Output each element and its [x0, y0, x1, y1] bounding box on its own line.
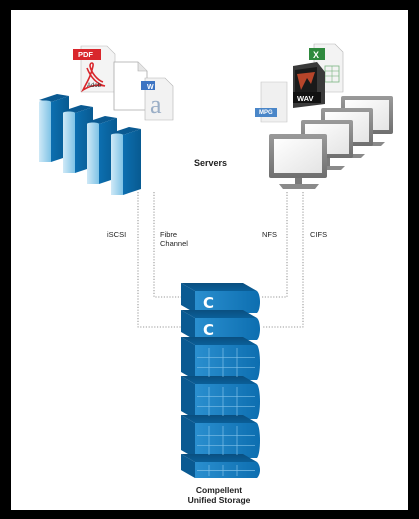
svg-text:W: W: [147, 84, 154, 91]
storage-stack: C C: [181, 283, 260, 478]
iscsi-link: [137, 192, 191, 328]
fibre-channel-line-1: Fibre: [160, 230, 178, 239]
wav-document-icon: [293, 62, 325, 108]
host-server-4: [111, 127, 141, 195]
wav-label: WAV: [297, 94, 314, 103]
disk-grids: [197, 348, 255, 476]
cifs-label: CIFS: [310, 230, 328, 239]
controller-logo-icon: C: [203, 321, 214, 339]
servers-label: Servers: [194, 158, 228, 168]
disk-enclosure-2: [181, 376, 260, 419]
architecture-diagram: W a: [39, 43, 393, 478]
controller-unit-2: C: [181, 310, 260, 340]
cifs-link: [262, 192, 304, 328]
diagram-canvas: W a: [11, 10, 408, 510]
controller-logo-icon: C: [203, 294, 214, 312]
controller-unit-1: C: [181, 283, 260, 313]
disk-enclosure-3: [181, 415, 260, 458]
storage-label-line-2: Unified Storage: [187, 495, 251, 505]
fibre-channel-link: [153, 192, 191, 298]
fibre-channel-line-2: Channel: [160, 239, 188, 248]
mpg-document-icon: [255, 81, 288, 123]
file-servers: [269, 96, 393, 189]
word-document-icon: W a: [141, 77, 174, 121]
mpg-label: MPG: [259, 110, 273, 116]
pdf-icon: [73, 45, 116, 93]
pdf-label: PDF: [78, 50, 93, 59]
iscsi-label: iSCSI: [107, 230, 127, 239]
fibre-channel-label: Fibre Channel: [160, 230, 188, 248]
monitor-4: [269, 134, 327, 189]
disk-enclosure-4: [181, 454, 260, 478]
svg-text:a: a: [150, 90, 162, 119]
document-icons: W a: [73, 45, 174, 121]
svg-text:X: X: [313, 50, 319, 60]
connection-lines: [137, 192, 304, 328]
storage-label-line-1: Compellent: [195, 485, 243, 495]
media-icons: X: [255, 43, 344, 123]
nfs-label: NFS: [262, 230, 277, 239]
nfs-link: [262, 192, 288, 298]
host-servers: [39, 94, 141, 195]
adobe-label: Adob: [87, 83, 102, 89]
storage-label: Compellent Unified Storage: [161, 485, 277, 505]
disk-enclosure-1: [181, 337, 260, 380]
